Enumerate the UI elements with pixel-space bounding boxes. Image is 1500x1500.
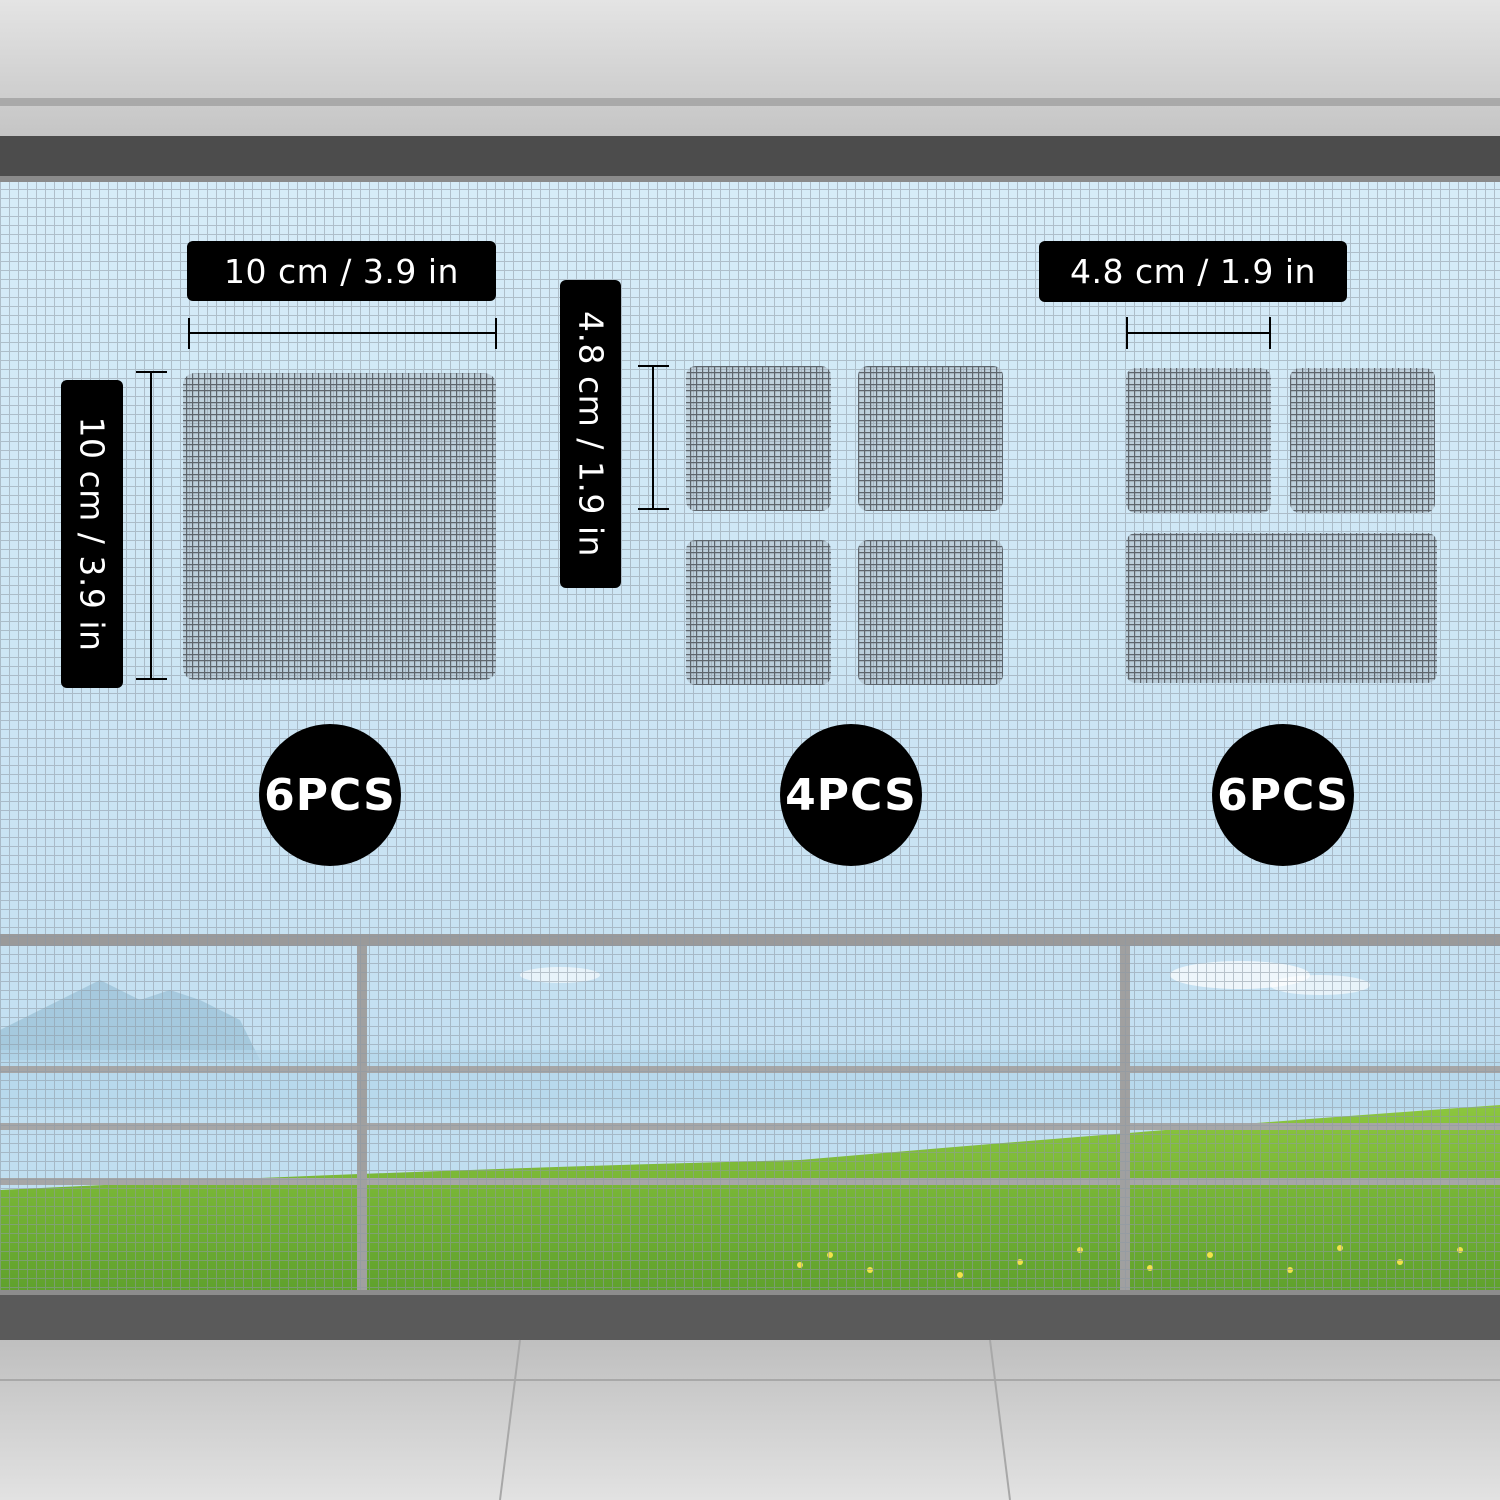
count-badge-large: 6PCS — [259, 724, 401, 866]
count-badge-mixed: 6PCS — [1212, 724, 1354, 866]
width-dimension-line — [188, 318, 497, 349]
height-dimension-line — [136, 371, 167, 680]
window-frame-top — [0, 136, 1500, 180]
large-patch — [183, 373, 496, 680]
width-label-large: 10 cm / 3.9 in — [187, 241, 496, 301]
window-frame-bottom — [0, 1290, 1500, 1340]
mixed-patches-6 — [1126, 368, 1437, 683]
floor — [0, 1340, 1500, 1500]
small-patches-4 — [686, 366, 1003, 685]
small-width-dimension-line — [1126, 317, 1271, 349]
height-label-large: 10 cm / 3.9 in — [61, 380, 123, 688]
small-height-dimension-line — [638, 365, 669, 510]
width-label-small: 4.8 cm / 1.9 in — [1039, 241, 1347, 302]
count-badge-small: 4PCS — [780, 724, 922, 866]
height-label-small: 4.8 cm / 1.9 in — [560, 280, 621, 588]
ceiling — [0, 0, 1500, 140]
